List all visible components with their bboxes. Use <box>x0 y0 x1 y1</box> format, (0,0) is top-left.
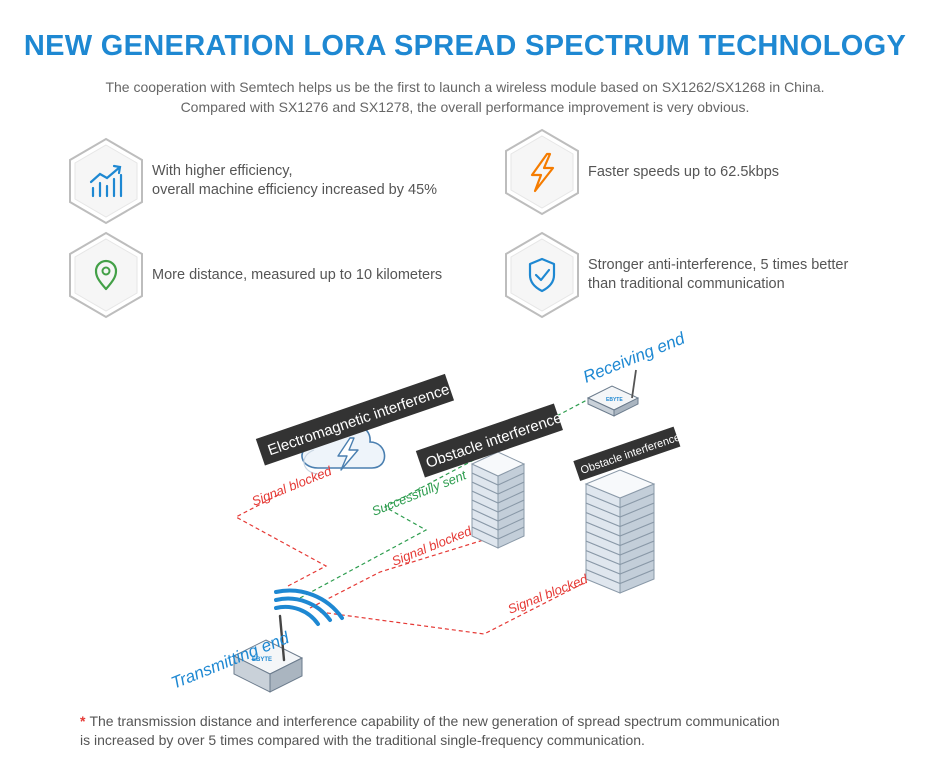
shield-check-icon <box>505 231 579 319</box>
footnote-line-1: *The transmission distance and interfere… <box>80 712 880 731</box>
page-title: NEW GENERATION LORA SPREAD SPECTRUM TECH… <box>23 30 907 62</box>
lightning-icon <box>505 128 579 216</box>
device-brand-label: EBYTE <box>606 397 623 403</box>
blocked-path-1 <box>234 493 328 587</box>
location-pin-icon <box>69 231 143 319</box>
subtitle-line-2: Compared with SX1276 and SX1278, the ove… <box>180 99 750 115</box>
success-path <box>299 391 603 599</box>
bar-chart-icon <box>69 137 143 225</box>
obstacle-server-tall <box>584 469 656 594</box>
feature-text: More distance, measured up to 10 kilomet… <box>152 266 442 285</box>
feature-distance: More distance, measured up to 10 kilomet… <box>68 231 442 319</box>
feature-efficiency: With higher efficiency, overall machine … <box>68 137 437 225</box>
feature-line: overall machine efficiency increased by … <box>152 182 438 198</box>
feature-line: than traditional communication <box>588 276 785 292</box>
feature-speed: Faster speeds up to 62.5kbps <box>504 128 779 216</box>
obstacle-interference-label-2: Obstacle interference <box>573 426 682 481</box>
receiving-device: EBYTE <box>586 369 640 417</box>
footnote-line-2: is increased by over 5 times compared wi… <box>80 732 645 748</box>
signal-blocked-label-2: Signal blocked <box>390 523 475 569</box>
device-brand-label: EBYTE <box>252 657 272 663</box>
feature-line: More distance, measured up to 10 kilomet… <box>152 266 443 283</box>
interference-diagram: EBYTE EBYTE Electromagnetic interference… <box>168 329 688 693</box>
server-face <box>470 451 526 477</box>
footnote-text: The transmission distance and interferen… <box>89 713 780 729</box>
obstacle-server-small <box>470 451 526 549</box>
asterisk: * <box>80 713 86 729</box>
server-face <box>584 469 656 499</box>
feature-line: Faster speeds up to 62.5kbps <box>588 163 780 180</box>
feature-line: Stronger anti-interference, 5 times bett… <box>588 257 849 273</box>
subtitle-line-1: The cooperation with Semtech helps us be… <box>105 79 825 95</box>
feature-line: With higher efficiency, <box>152 163 293 179</box>
feature-text: Stronger anti-interference, 5 times bett… <box>588 256 848 294</box>
signal-blocked-label-3: Signal blocked <box>506 571 591 617</box>
footnote: *The transmission distance and interfere… <box>80 712 880 750</box>
page-subtitle: The cooperation with Semtech helps us be… <box>60 77 870 117</box>
radio-wave-icon <box>274 588 344 626</box>
blocked-path-3 <box>319 581 587 635</box>
successfully-sent-label: Successfully sent <box>370 467 470 519</box>
feature-text: Faster speeds up to 62.5kbps <box>588 163 779 182</box>
feature-anti-interference: Stronger anti-interference, 5 times bett… <box>504 231 848 319</box>
feature-text: With higher efficiency, overall machine … <box>152 162 437 200</box>
signal-blocked-label-1: Signal blocked <box>250 463 335 509</box>
transmitting-device: EBYTE <box>232 614 304 693</box>
blocked-path-2 <box>309 537 491 609</box>
